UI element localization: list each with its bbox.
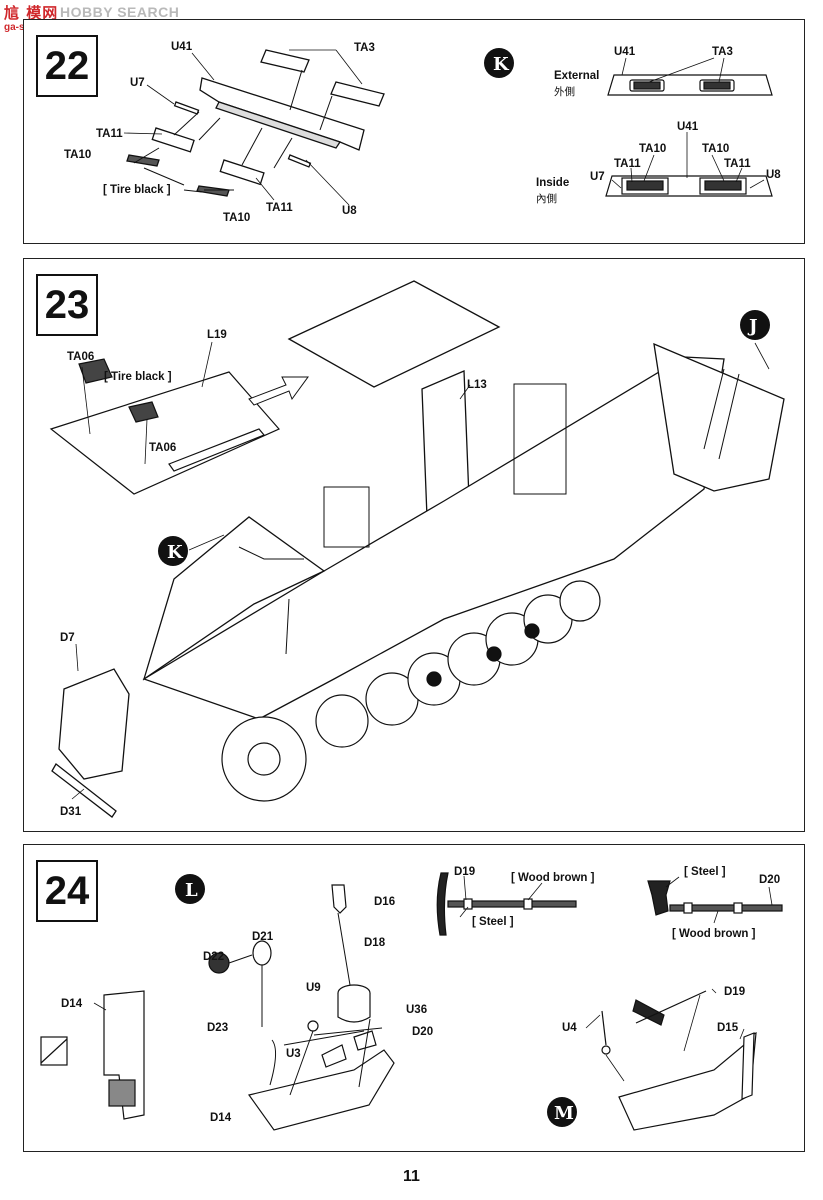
inside-label-ta10b: TA10 [702,143,729,155]
step23-label-d31: D31 [60,806,82,818]
step23-label-ta06b: TA06 [149,442,176,454]
assembly-arrow [248,376,309,406]
pickaxe-tool [436,872,577,936]
callout-l-marker [175,874,205,904]
step23-label-d7: D7 [60,632,75,644]
inside-label-ta11b: TA11 [724,158,751,170]
callout-j-letter: J [747,316,758,337]
step24-label-d22: D22 [203,951,224,963]
callout-k2-letter: K [167,542,184,563]
tool-label-steel2: [ Steel ] [684,866,726,878]
external-label-ta3: TA3 [712,46,733,58]
callout-m-letter: M [554,1103,574,1124]
step-24-panel: 24 D14 L [23,844,805,1152]
step-22-panel: 22 [23,19,805,244]
callout-k2-marker [158,536,188,566]
inside-label-en: Inside [536,177,569,189]
road-wheels [221,580,601,802]
step24-label-u9: U9 [306,982,321,994]
step-22-diagram: U41 TA3 U7 TA11 TA10 [ Tire black ] TA10… [64,41,781,224]
inside-label-u8: U8 [766,169,781,181]
step22-label-ta10: TA10 [64,149,91,161]
step24-label-u4: U4 [562,1022,577,1034]
step24-label-d21: D21 [252,931,274,943]
inside-label-cn: 內側 [536,192,557,205]
callout-m-marker [547,1097,577,1127]
tool-label-wood2: [ Wood brown ] [672,928,756,940]
callout-j-marker [740,310,770,340]
watermark-cn: 訄 模网 [4,4,59,22]
step-23-diagram: L19 TA06 [ Tire black ] TA06 [49,280,785,818]
shovel-tool [647,880,783,916]
step-24-number: 24 [36,860,98,922]
step24-label-d14: D14 [210,1112,232,1124]
external-label-u41: U41 [614,46,636,58]
step22-label-u41: U41 [171,41,193,53]
step24-label-d16: D16 [374,896,395,908]
inside-label-u41: U41 [677,121,699,133]
step23-label-ta06a: TA06 [67,351,94,363]
halftrack-hull [51,280,785,818]
step22-label-u8: U8 [342,205,357,217]
external-label-cn: 外側 [554,85,575,98]
callout-k-marker [484,48,514,78]
page-number: 11 [403,1168,420,1185]
step-24-diagram: D14 L D16 D21 D18 D22 [40,866,783,1131]
watermark-en: HOBBY SEARCH [60,4,180,20]
tool-label-steel1: [ Steel ] [472,916,514,928]
external-label-en: External [554,70,599,82]
step-23-panel: 23 L19 TA06 [ Tire black ] TA06 [23,258,805,832]
step24-label-d15: D15 [717,1022,739,1034]
step24-label-u36: U36 [406,1004,427,1016]
step23-label-l19: L19 [207,329,227,341]
step23-label-l13: L13 [467,379,487,391]
tool-label-d19: D19 [454,866,475,878]
tool-label-d20: D20 [759,874,780,886]
step22-label-ta3: TA3 [354,42,375,54]
step22-label-ta11b: TA11 [266,202,293,214]
inside-label-ta11a: TA11 [614,158,641,170]
step24-label-d18: D18 [364,937,386,949]
l19-floor-plate [49,358,280,495]
inside-label-ta10a: TA10 [639,143,666,155]
callout-l-letter: L [185,880,198,901]
step24-label-d23: D23 [207,1022,228,1034]
step24-label-d20: D20 [412,1026,433,1038]
step24-label-u3: U3 [286,1048,301,1060]
step23-label-tire-black: [ Tire black ] [104,371,172,383]
callout-k-letter: K [493,54,510,75]
step-22-number: 22 [36,35,98,97]
stand-assembly [208,884,395,1131]
inside-label-u7: U7 [590,171,605,183]
step22-label-ta10b: TA10 [223,212,250,224]
step22-label-tire-black: [ Tire black ] [103,184,171,196]
tool-label-wood1: [ Wood brown ] [511,872,595,884]
step24-label-d14-side: D14 [61,998,83,1010]
step22-label-ta11: TA11 [96,128,123,140]
step-23-number: 23 [36,274,98,336]
step22-label-u7: U7 [130,77,145,89]
step24-label-d19: D19 [724,986,745,998]
rack-assembly [601,990,757,1131]
